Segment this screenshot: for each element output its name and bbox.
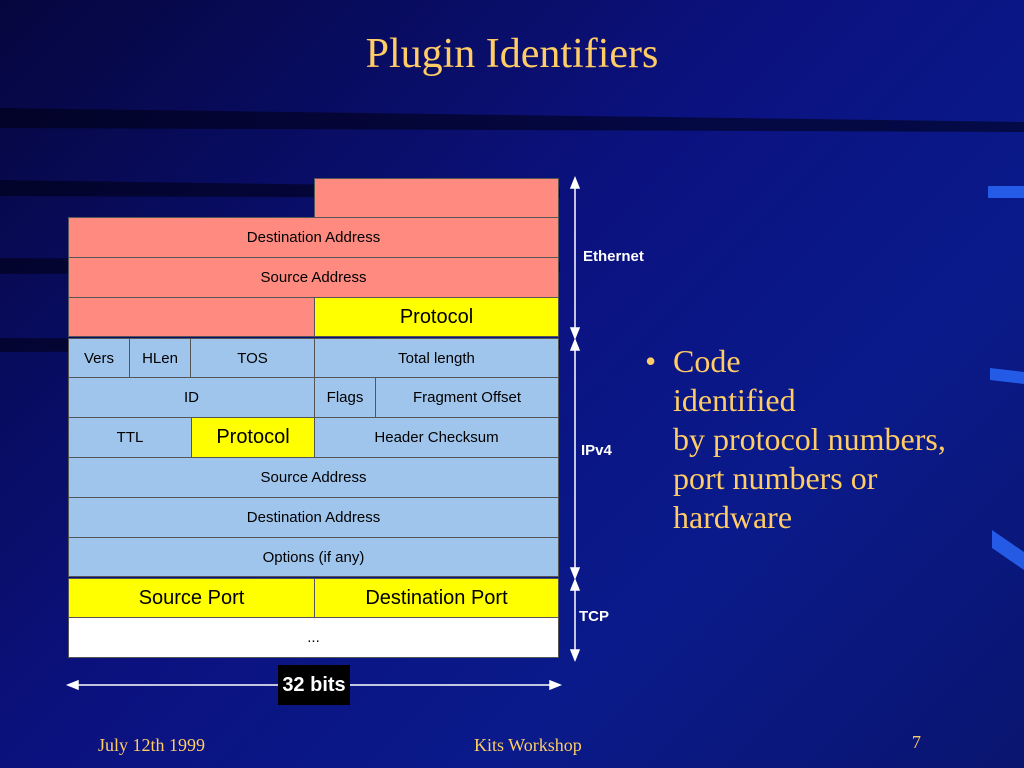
- ipv4-destination-address: Destination Address: [68, 497, 559, 538]
- slide-title: Plugin Identifiers: [365, 31, 659, 77]
- width-label: 32 bits: [278, 665, 350, 705]
- bullet-text: • Code identified by protocol numbers, p…: [645, 342, 1015, 537]
- ethernet-top-cell: [314, 178, 559, 218]
- tcp-destination-port: Destination Port: [314, 578, 559, 618]
- ethernet-destination-address: Destination Address: [68, 217, 559, 258]
- ethernet-blank-cell: [68, 297, 315, 337]
- ipv4-tos: TOS: [190, 338, 315, 378]
- ipv4-source-address: Source Address: [68, 457, 559, 498]
- bullet-line-4: port numbers or: [673, 460, 878, 496]
- footer-page-number: 7: [912, 732, 921, 752]
- tcp-ellipsis-row: ...: [68, 617, 559, 658]
- ethernet-layer-label: Ethernet: [583, 248, 644, 265]
- ipv4-options: Options (if any): [68, 537, 559, 577]
- footer-event: Kits Workshop: [474, 735, 582, 755]
- ipv4-ttl: TTL: [68, 417, 192, 458]
- footer-date: July 12th 1999: [98, 735, 206, 755]
- ipv4-flags: Flags: [314, 377, 376, 418]
- tcp-layer-label: TCP: [579, 608, 609, 625]
- ipv4-total-length: Total length: [314, 338, 559, 378]
- ipv4-id: ID: [68, 377, 315, 418]
- bullet-line-3: by protocol numbers,: [673, 421, 946, 457]
- ipv4-layer-label: IPv4: [581, 442, 612, 459]
- ipv4-fragment-offset: Fragment Offset: [375, 377, 559, 418]
- tcp-source-port: Source Port: [68, 578, 315, 618]
- ipv4-hlen: HLen: [129, 338, 191, 378]
- ipv4-protocol: Protocol: [191, 417, 315, 458]
- layer-brackets: [569, 175, 581, 663]
- ipv4-header-checksum: Header Checksum: [314, 417, 559, 458]
- bullet-line-1: Code: [673, 343, 741, 379]
- ethernet-protocol: Protocol: [314, 297, 559, 337]
- bullet-point: •: [645, 343, 657, 379]
- bullet-line-5: hardware: [673, 499, 793, 535]
- ipv4-vers: Vers: [68, 338, 130, 378]
- bullet-line-2: identified: [673, 382, 796, 418]
- ethernet-source-address: Source Address: [68, 257, 559, 298]
